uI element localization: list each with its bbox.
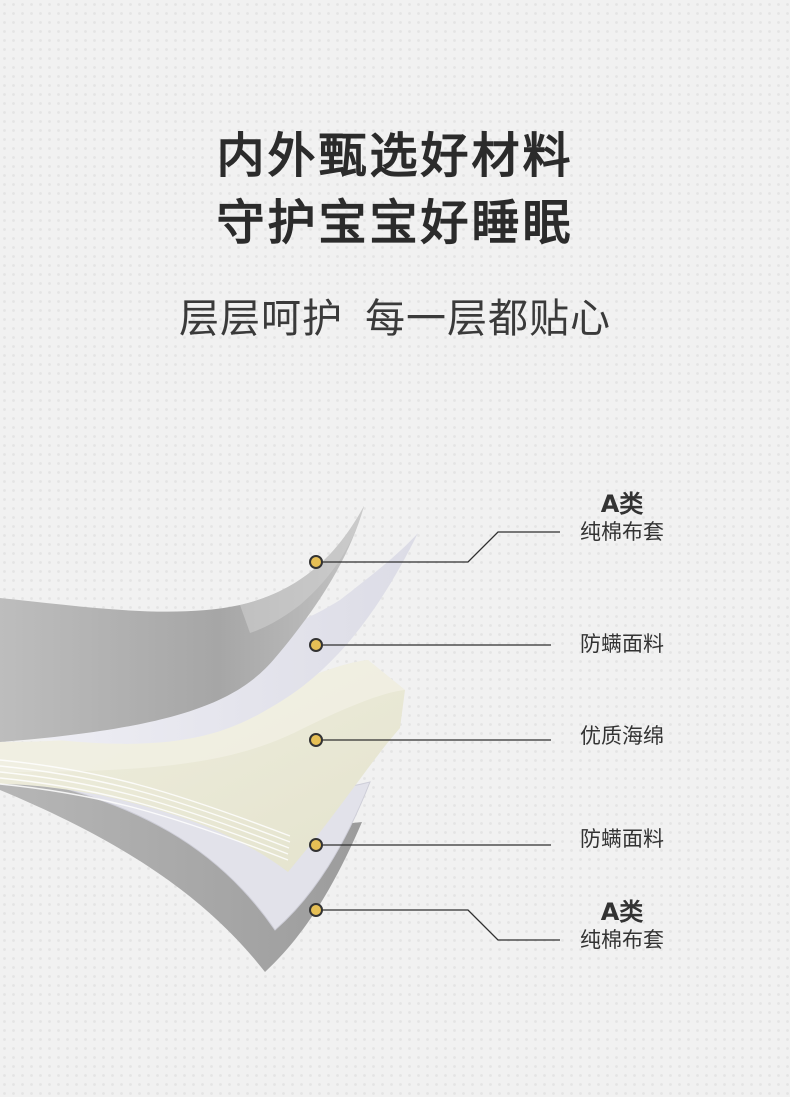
callout-lines xyxy=(316,531,560,941)
label-bottom-cotton-grade: A类 xyxy=(600,898,644,926)
label-bottom-cotton-cover: A类 纯棉布套 xyxy=(552,898,692,954)
label-bottom-mite-fabric: 防螨面料 xyxy=(580,827,664,851)
label-top-cotton-cover: A类 纯棉布套 xyxy=(552,490,692,546)
top-cotton-cover-layer xyxy=(0,506,364,742)
marker-dot-3 xyxy=(309,733,323,747)
marker-dot-2 xyxy=(309,638,323,652)
marker-dot-4 xyxy=(309,838,323,852)
subtitle: 层层呵护每一层都贴心 xyxy=(0,292,790,346)
label-top-cotton-text: 纯棉布套 xyxy=(580,520,664,544)
marker-dot-5 xyxy=(309,903,323,917)
headline-line-1: 内外甄选好材料 xyxy=(216,128,574,184)
subtitle-part-2: 每一层都贴心 xyxy=(365,296,611,342)
label-top-cotton-grade: A类 xyxy=(600,490,644,518)
label-sponge: 优质海绵 xyxy=(580,724,664,748)
label-bottom-cotton-text: 纯棉布套 xyxy=(580,928,664,952)
subtitle-part-1: 层层呵护 xyxy=(179,296,343,342)
label-top-mite-fabric: 防螨面料 xyxy=(580,632,664,656)
layer-illustration xyxy=(0,506,560,972)
marker-dot-1 xyxy=(309,555,323,569)
headline-line-2: 守护宝宝好睡眠 xyxy=(216,195,574,251)
